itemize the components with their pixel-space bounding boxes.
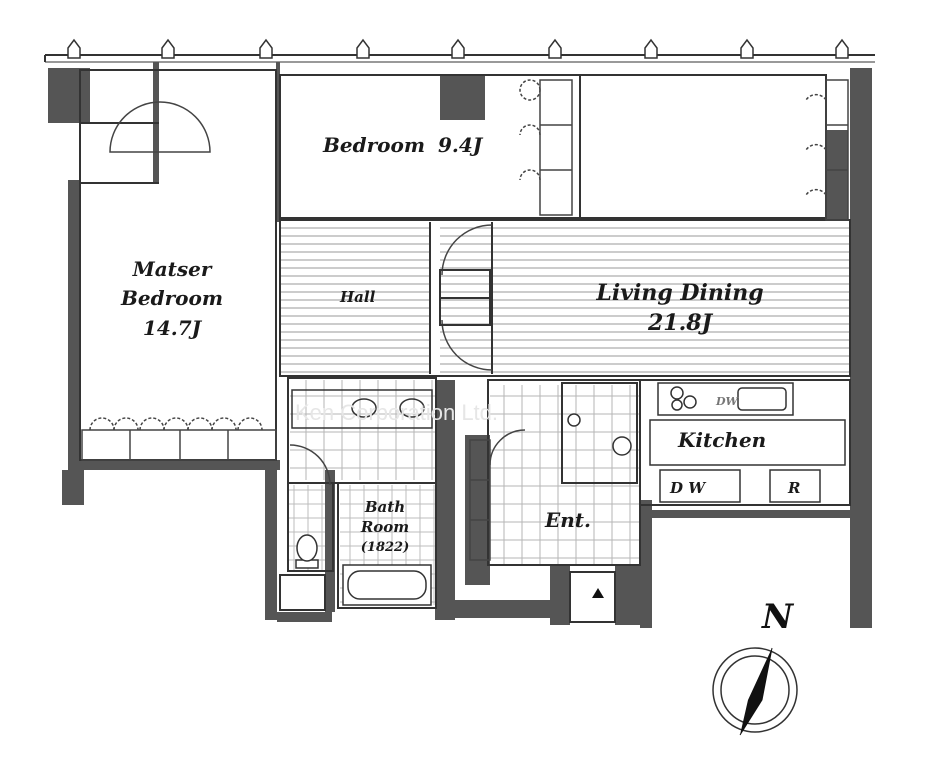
vanity (291, 389, 433, 429)
compass-needle-icon (740, 648, 772, 735)
living-dining-name: Living Dining (595, 280, 763, 306)
bedroom-name: Bedroom (322, 133, 425, 157)
toilet (295, 534, 319, 569)
door-swings (109, 101, 526, 486)
watermark: Ken Corporation Ltd. (295, 400, 498, 425)
dishwasher-small-label: DW (715, 395, 740, 408)
master-bedroom-line1: Matser (132, 257, 213, 281)
bedroom-label: Bedroom 9.4J (322, 133, 484, 157)
dishwasher-label: D W (669, 479, 707, 497)
kitchen-label: Kitchen (677, 428, 766, 452)
compass: N (712, 597, 798, 736)
master-closet (81, 417, 277, 461)
refrigerator-label: R (787, 479, 800, 497)
bath-room-note: (1822) (361, 540, 409, 555)
master-bedroom-size: 14.7J (143, 316, 203, 340)
bedroom-closet (519, 79, 573, 216)
bath-room-label: Bath Room (1822) (360, 498, 409, 555)
bedroom-size: 9.4J (438, 133, 484, 157)
living-floor (492, 222, 850, 374)
facade-pillars (67, 38, 849, 59)
hall-storage (439, 269, 491, 326)
living-dining-size: 21.8J (647, 310, 714, 336)
living-dining-label: Living Dining 21.8J (595, 280, 763, 336)
bathtub (342, 564, 432, 606)
kitchen-counter (649, 382, 846, 503)
entrance-label: Ent. (544, 508, 591, 532)
entrance-floor (490, 385, 640, 565)
master-bedroom-label: Matser Bedroom 14.7J (120, 257, 223, 340)
entrance-arrow-icon (592, 588, 604, 598)
hall-label: Hall (339, 288, 376, 306)
svg-text:Bedroom 9.4J: Bedroom 9.4J (322, 133, 484, 157)
bath-room-line1: Bath (364, 498, 405, 516)
compass-north-letter: N (761, 597, 795, 637)
shoe-cabinet (469, 439, 491, 561)
vanity-floor (290, 380, 435, 480)
bath-room-line2: Room (360, 518, 409, 536)
hall-floor (280, 222, 430, 374)
storage-closet (567, 413, 632, 456)
walls (48, 62, 872, 628)
master-bedroom-line2: Bedroom (120, 286, 223, 310)
living-closet (805, 79, 849, 221)
kitchen-floor (640, 374, 850, 382)
